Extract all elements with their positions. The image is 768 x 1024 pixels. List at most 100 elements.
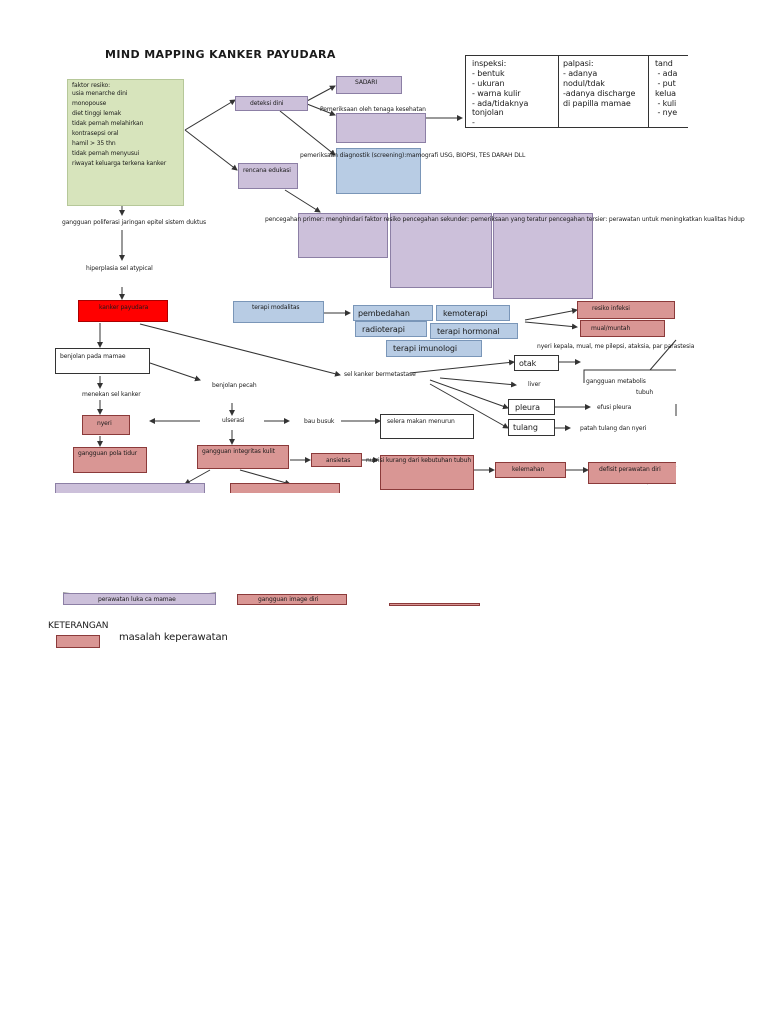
inspeksi-item: - warna kulir [472,89,521,98]
resiko-infeksi-label: resiko infeksi [592,305,630,312]
pencegahan-primer-box [298,213,388,258]
gangguan-image-box: gangguan image diri [237,594,347,605]
benjolan-pecah-label: benjolan pecah [212,382,257,389]
gangguan-pola-tidur-label: gangguan pola tidur [78,450,138,457]
terapi-hormonal-label: terapi hormonal [437,327,500,336]
terapi-hormonal-box: terapi hormonal [430,323,518,339]
faktor-resiko-box: faktor resiko: usia menarche dini monopo… [67,79,184,206]
tanda-cell: tand - ada - put kelua - kuli - nye [648,55,688,128]
pembedahan-box: pembedahan [353,305,433,321]
inspeksi-heading: inspeksi: [472,59,507,68]
tanda-item: - ada [655,69,678,78]
empty-pink-strip [389,603,480,606]
radioterapi-box: radioterapi [355,321,427,337]
kelemahan-label: kelemahan [512,466,545,473]
pleura-box: pleura [508,399,555,415]
tanda-item: - nye [655,108,678,117]
faktor-resiko-item: riwayat keluarga terkena kanker [72,160,167,167]
tubuh-label: tubuh [636,389,654,396]
faktor-resiko-item: hamil > 35 thn [72,140,116,147]
otak-label: otak [519,359,537,368]
pemeriksaan-nakes-box [336,113,426,143]
perawatan-luka-box: perawatan luka ca mamae [63,593,216,605]
patah-tulang-label: patah tulang dan nyeri [580,425,647,432]
faktor-resiko-item: diet tinggi lemak [72,110,122,117]
nutrisi-box [380,455,474,490]
tanda-heading: tand [655,59,673,68]
kanker-payudara-box: kanker payudara [78,300,168,322]
pencegahan-label: pencegahan primer: menghindari faktor re… [265,216,745,223]
sadari-box: SADARI [336,76,402,94]
pemeriksaan-diagnostik-label: pemeriksaan diagnostik (screening):mamog… [300,152,439,159]
resiko-infeksi-box: resiko infeksi [577,301,675,319]
legend-label: masalah keperawatan [119,632,228,643]
kemoterapi-label: kemoterapi [443,309,488,318]
kelemahan-box: kelemahan [495,462,566,478]
palpasi-item: nodul/tdak [563,79,605,88]
perawatan-luka-partial-box [55,483,205,493]
faktor-resiko-item: usia menarche dini [72,90,128,97]
page-title: MIND MAPPING KANKER PAYUDARA [105,48,336,61]
faktor-resiko-heading: faktor resiko: [72,82,111,89]
efusi-pleura-label: efusi pleura [597,404,632,411]
palpasi-heading: palpasi: [563,59,594,68]
radioterapi-label: radioterapi [362,325,405,334]
palpasi-item: di papilla mamae [563,99,631,108]
legend-title: KETERANGAN [48,621,109,631]
terapi-imunologi-label: terapi imunologi [393,344,457,353]
bau-busuk-label: bau busuk [304,418,335,425]
gangguan-image-label: gangguan image diri [258,596,319,603]
nyeri-label: nyeri [97,420,112,427]
ansietas-label: ansietas [326,457,351,464]
deteksi-dini-box: deteksi dini [235,96,308,111]
faktor-resiko-item: tidak pernah melahirkan [72,120,144,127]
rencana-edukasi-box: rencana edukasi [238,163,298,189]
gangguan-integritas-box: gangguan integritas kulit [197,445,289,469]
defisit-box: defisit perawatan diri [588,462,676,484]
inspeksi-item: tonjolan [472,108,504,117]
pembedahan-label: pembedahan [358,309,410,318]
terapi-imunologi-box: terapi imunologi [386,340,482,357]
kanker-payudara-label: kanker payudara [99,304,149,311]
terapi-modalitas-box: terapi modalitas [233,301,324,323]
tanda-item: - kuli [655,99,677,108]
gangguan-proliferasi-label: gangguan poliferasi jaringan epitel sist… [62,219,206,226]
nyeri-kepala-label: nyeri kepala, mual, me pilepsi, ataksia,… [537,343,695,350]
gangguan-pola-tidur-box: gangguan pola tidur [73,447,147,473]
selera-makan-box: selera makan menurun [380,414,474,439]
gangguan-integritas-label: gangguan integritas kulit [202,448,275,455]
tulang-label: tulang [513,423,538,432]
liver-label: liver [528,381,541,388]
biopsi-label: USG, BIOPSI, TES DARAH DLL [440,152,526,159]
gangguan-metabolis-label: gangguan metabolis [586,378,646,385]
pemeriksaan-nakes-label: Pemeriksaan oleh tenaga kesehatan [320,106,426,113]
inspeksi-item: - ukuran [472,79,505,88]
gangguan-image-partial-box [230,483,340,493]
pencegahan-sekunder-box [390,213,492,288]
mual-muntah-label: mual/muntah [591,325,631,332]
inspeksi-item: - bentuk [472,69,505,78]
palpasi-item: - adanya [563,69,598,78]
benjolan-mamae-label: benjolan pada mamae [60,353,126,360]
benjolan-mamae-box: benjolan pada mamae [55,348,150,374]
legend-swatch [56,635,100,648]
faktor-resiko-item: monopouse [72,100,107,107]
deteksi-dini-label: deteksi dini [250,100,284,107]
inspeksi-item: - [472,118,475,127]
defisit-label: defisit perawatan diri [599,466,661,473]
nutrisi-label: nutrisi kurang dari kebutuhan tubuh [366,457,472,464]
menekan-saraf-label: menekan sel kanker [82,391,141,398]
pencegahan-tersier-box [493,213,593,299]
rencana-edukasi-label: rencana edukasi [243,167,291,174]
tanda-item: kelua [655,89,676,98]
palpasi-cell: palpasi: - adanya nodul/tdak -adanya dis… [558,55,649,128]
faktor-resiko-item: tidak pernah menyusui [72,150,140,157]
pemeriksaan-diagnostik-box [336,148,421,194]
inspeksi-cell: inspeksi: - bentuk - ukuran - warna kuli… [465,55,559,128]
ansietas-box: ansietas [311,453,362,467]
sel-metastase-label: sel kanker bermetastase [344,371,416,378]
sadari-label: SADARI [355,79,377,86]
ulserasi-label: ulserasi [222,417,245,424]
nyeri-box: nyeri [82,415,130,435]
